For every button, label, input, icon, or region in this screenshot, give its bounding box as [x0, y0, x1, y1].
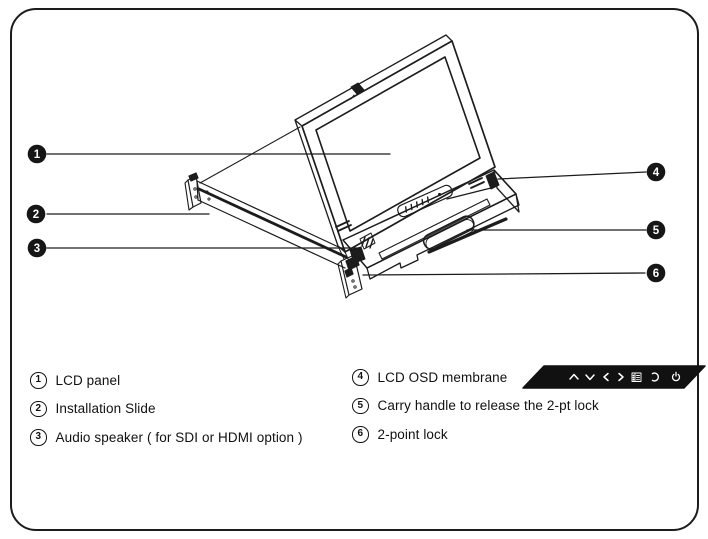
osd-membrane-badge [522, 365, 707, 389]
legend-label-5: Carry handle to release the 2-pt lock [377, 398, 599, 414]
callout-bubbles: 1 2 3 4 5 6 [26, 144, 666, 283]
leader-osd-membrane [446, 171, 647, 200]
chassis-front-face [366, 193, 520, 280]
chevron-left-icon [603, 373, 610, 382]
legend-item-4: 4 LCD OSD membrane [352, 365, 707, 389]
rack-ear-bracket [184, 172, 202, 211]
svg-text:1: 1 [34, 149, 41, 161]
leader-2-point-lock [362, 272, 646, 276]
bezel-slab [294, 34, 453, 253]
legend-item-5: 5 Carry handle to release the 2-pt lock [352, 397, 706, 414]
legend-label-4: LCD OSD membrane [377, 369, 508, 385]
legend-item-3: 3 Audio speaker ( for SDI or HDMI option… [30, 429, 303, 446]
chevron-right-icon [618, 373, 625, 382]
installation-slide-drawing [196, 126, 348, 269]
page-border [10, 8, 699, 531]
carry-handle-drawing [422, 215, 508, 254]
chassis-drawing [342, 169, 520, 280]
legend-number-2: 2 [30, 400, 47, 417]
callout-3: 3 [27, 238, 47, 258]
screen-inner [315, 56, 481, 232]
badge-background [522, 365, 707, 389]
callout-5: 5 [646, 220, 666, 240]
chassis-tray-groove [378, 198, 491, 260]
legend-item-1: 1 LCD panel [30, 372, 303, 389]
svg-text:5: 5 [653, 225, 660, 237]
chevron-up-icon [569, 374, 580, 380]
bezel-outer [301, 40, 496, 253]
legend-label-3: Audio speaker ( for SDI or HDMI option ) [55, 429, 303, 445]
svg-text:2: 2 [33, 209, 39, 221]
legend-number-6: 6 [352, 426, 369, 443]
legend-item-6: 6 2-point lock [352, 426, 706, 443]
legend-left-column: 1 LCD panel 2 Installation Slide 3 Audio… [30, 372, 303, 446]
legend-item-2: 2 Installation Slide [30, 400, 303, 417]
legend-number-4: 4 [352, 369, 369, 386]
legend-label-2: Installation Slide [55, 401, 156, 417]
svg-text:6: 6 [653, 268, 659, 280]
callout-leader-lines [46, 153, 647, 276]
legend-number-3: 3 [30, 429, 47, 446]
return-icon [652, 372, 660, 382]
chassis-end-cap [493, 169, 520, 213]
callout-6: 6 [646, 263, 666, 283]
legend-number-1: 1 [30, 372, 47, 389]
legend-right-column: 4 LCD OSD membrane [352, 365, 707, 443]
svg-text:4: 4 [653, 167, 660, 179]
device-diagram: 1 2 3 4 5 6 [26, 34, 666, 299]
legend-label-6: 2-point lock [377, 426, 448, 442]
legend-label-1: LCD panel [55, 372, 121, 388]
vent-mark-right [468, 177, 485, 189]
lid-edge-line [199, 126, 301, 184]
osd-membrane-strip-drawing [397, 184, 453, 218]
legend-number-5: 5 [352, 397, 369, 414]
chevron-down-icon [585, 374, 596, 381]
power-icon [672, 372, 681, 382]
right-latch [485, 171, 500, 190]
callout-2: 2 [26, 204, 46, 224]
svg-text:3: 3 [34, 243, 40, 255]
callout-4: 4 [646, 162, 666, 182]
callout-1: 1 [27, 144, 47, 164]
lcd-panel-drawing [294, 34, 496, 264]
two-point-lock-drawing [337, 254, 363, 299]
menu-icon [631, 372, 642, 383]
lid-latch [350, 82, 365, 95]
